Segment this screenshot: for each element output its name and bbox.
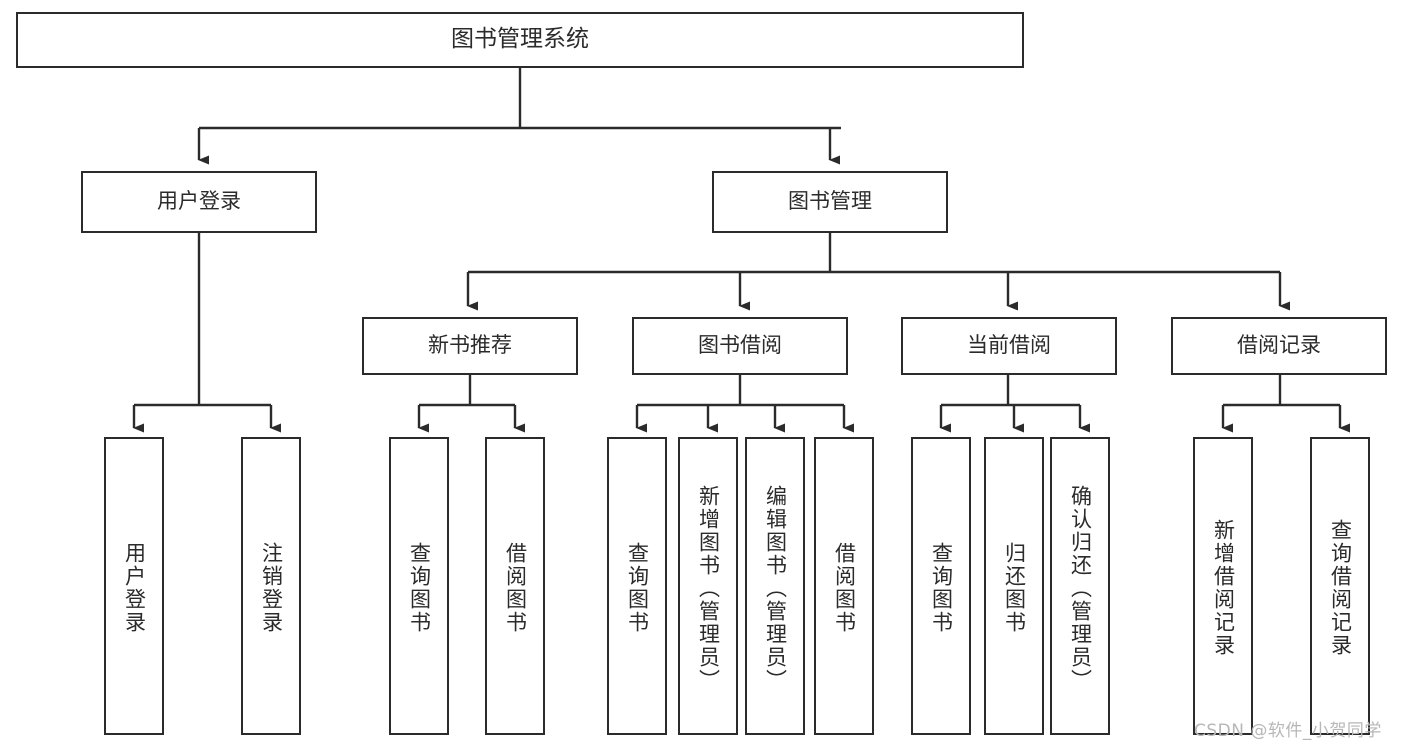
node-leaf-return-book-label: 归还图书: [1002, 542, 1027, 634]
node-leaf-query-record[interactable]: 查询借阅记录: [1310, 437, 1370, 735]
node-leaf-query-book-2-label: 查询图书: [625, 542, 650, 634]
node-leaf-query-record-label: 查询借阅记录: [1328, 519, 1353, 657]
node-root[interactable]: 图书管理系统: [16, 12, 1024, 68]
node-book-borrow-label: 图书借阅: [698, 333, 782, 358]
node-leaf-logout-label: 注销登录: [259, 542, 284, 634]
node-current-borrow[interactable]: 当前借阅: [901, 317, 1117, 375]
node-leaf-add-book[interactable]: 新增图书（管理员）: [678, 437, 738, 735]
node-leaf-query-book-2[interactable]: 查询图书: [607, 437, 667, 735]
node-leaf-query-book-1[interactable]: 查询图书: [389, 437, 449, 735]
node-book-manage[interactable]: 图书管理: [712, 171, 948, 233]
node-leaf-borrow-book-2[interactable]: 借阅图书: [814, 437, 874, 735]
node-user-login-label: 用户登录: [157, 189, 241, 214]
node-new-book-rec[interactable]: 新书推荐: [362, 317, 578, 375]
node-leaf-borrow-book-1-label: 借阅图书: [503, 542, 528, 634]
node-book-borrow[interactable]: 图书借阅: [632, 317, 848, 375]
node-leaf-add-record[interactable]: 新增借阅记录: [1193, 437, 1253, 735]
node-root-label: 图书管理系统: [451, 26, 589, 53]
node-leaf-query-book-3[interactable]: 查询图书: [911, 437, 971, 735]
node-leaf-query-book-3-label: 查询图书: [929, 542, 954, 634]
node-leaf-edit-book-label: 编辑图书（管理员）: [763, 484, 788, 692]
node-user-login[interactable]: 用户登录: [81, 171, 317, 233]
node-current-borrow-label: 当前借阅: [967, 333, 1051, 358]
node-borrow-record[interactable]: 借阅记录: [1171, 317, 1387, 375]
node-new-book-rec-label: 新书推荐: [428, 333, 512, 358]
node-leaf-confirm-return-label: 确认归还（管理员）: [1068, 484, 1093, 692]
node-leaf-borrow-book-1[interactable]: 借阅图书: [485, 437, 545, 735]
node-leaf-confirm-return[interactable]: 确认归还（管理员）: [1050, 437, 1110, 735]
node-leaf-user-login[interactable]: 用户登录: [104, 437, 164, 735]
node-leaf-borrow-book-2-label: 借阅图书: [832, 542, 857, 634]
node-book-manage-label: 图书管理: [788, 189, 872, 214]
node-leaf-user-login-label: 用户登录: [122, 542, 147, 634]
node-leaf-return-book[interactable]: 归还图书: [984, 437, 1044, 735]
node-leaf-add-book-label: 新增图书（管理员）: [696, 484, 721, 692]
node-borrow-record-label: 借阅记录: [1237, 333, 1321, 358]
node-leaf-logout[interactable]: 注销登录: [241, 437, 301, 735]
watermark: CSDN @软件_小贺同学: [1194, 721, 1382, 741]
node-leaf-add-record-label: 新增借阅记录: [1211, 519, 1236, 657]
node-leaf-query-book-1-label: 查询图书: [407, 542, 432, 634]
node-leaf-edit-book[interactable]: 编辑图书（管理员）: [745, 437, 805, 735]
